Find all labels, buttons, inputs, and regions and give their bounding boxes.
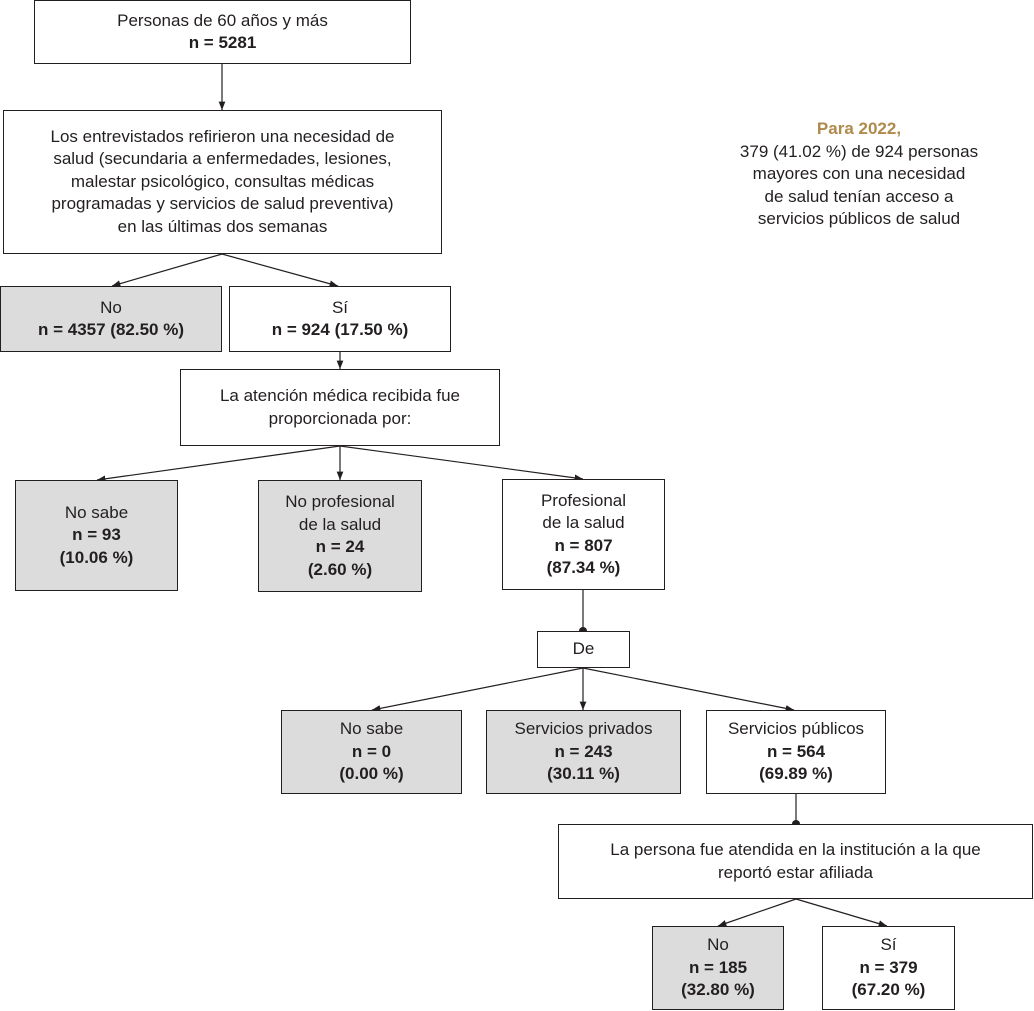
need-line-3: malestar psicológico, consultas médicas [70, 171, 375, 191]
affil-no-pct: (32.80 %) [681, 980, 755, 1000]
svc-public-pct: (69.89 %) [759, 764, 833, 784]
arrow-affil-to-yes [795, 898, 888, 927]
need-no-label: No [100, 297, 122, 317]
box-health-need: Los entrevistados refirieron una necesid… [3, 110, 442, 254]
svc-private-count: n = 243 [554, 741, 613, 761]
de-label: De [572, 639, 595, 659]
affil-line-2: reportó estar afiliada [718, 862, 873, 882]
note-line-1: 379 (41.02 %) de 924 personas [739, 141, 979, 161]
affil-no-count: n = 185 [688, 957, 748, 977]
prov-unknown-count: n = 93 [72, 525, 121, 545]
prov-nonprof-pct: (2.60 %) [307, 559, 373, 579]
need-line-5: en las últimas dos semanas [117, 216, 328, 236]
summary-note: Para 2022, 379 (41.02 %) de 924 personas… [700, 118, 1018, 231]
box-service-unknown: No sabe n = 0 (0.00 %) [281, 710, 462, 794]
prov-unknown-label: No sabe [64, 502, 129, 522]
box-provider-unknown: No sabe n = 93 (10.06 %) [15, 480, 178, 591]
arrow-need-to-yes [221, 253, 339, 288]
affil-line-1: La persona fue atendida en la institució… [610, 840, 981, 859]
svc-unknown-pct: (0.00 %) [339, 764, 404, 784]
need-line-4: programadas y servicios de salud prevent… [51, 194, 394, 214]
affil-yes-count: n = 379 [859, 957, 918, 977]
prov-nonprof-line-1: No profesional [285, 492, 395, 511]
box-root: Personas de 60 años y más n = 5281 [34, 0, 411, 64]
need-yes-count: n = 924 (17.50 %) [271, 320, 409, 339]
affil-no-label: No [707, 935, 729, 955]
box-affiliation-yes: Sí n = 379 (67.20 %) [822, 926, 955, 1010]
box-service-private: Servicios privados n = 243 (30.11 %) [486, 710, 681, 794]
box-provider-nonprofessional: No profesional de la salud n = 24 (2.60 … [258, 480, 422, 592]
affil-yes-label: Sí [880, 935, 897, 955]
prov-prof-line-2: de la salud [542, 513, 625, 532]
svc-private-label: Servicios privados [514, 719, 653, 739]
need-no-count: n = 4357 (82.50 %) [37, 320, 184, 339]
need-yes-label: Sí [331, 297, 349, 317]
prov-nonprof-line-2: de la salud [298, 514, 382, 534]
note-line-2: mayores con una necesidad [752, 164, 966, 183]
arrow-provider-to-unknown [96, 445, 341, 483]
svc-unknown-count: n = 0 [351, 741, 392, 761]
provider-line-1: La atención médica recibida fue [219, 386, 461, 405]
box-provider: La atención médica recibida fue proporci… [180, 369, 500, 446]
box-de: De [537, 631, 630, 668]
prov-prof-count: n = 807 [554, 535, 613, 555]
svc-private-pct: (30.11 %) [547, 764, 620, 784]
note-line-4: servicios públicos de salud [757, 209, 961, 228]
box-service-public: Servicios públicos n = 564 (69.89 %) [706, 710, 886, 794]
root-label: Personas de 60 años y más [117, 10, 328, 30]
arrow-affil-to-no [717, 898, 797, 927]
note-line-3: de salud tenían acceso a [764, 186, 954, 206]
provider-line-2: proporcionada por: [268, 408, 412, 428]
arrow-de-to-public [582, 667, 795, 712]
root-count: n = 5281 [188, 33, 257, 52]
need-line-2: salud (secundaria a enfermedades, lesion… [53, 149, 392, 169]
svc-public-label: Servicios públicos [727, 719, 865, 739]
need-line-1: Los entrevistados refirieron una necesid… [50, 126, 395, 146]
arrow-provider-to-prof [339, 445, 584, 482]
arrow-need-to-no [111, 253, 223, 287]
box-affiliation: La persona fue atendida en la institució… [558, 824, 1033, 899]
box-affiliation-no: No n = 185 (32.80 %) [652, 926, 784, 1010]
svc-public-count: n = 564 [766, 741, 826, 761]
svc-unknown-label: No sabe [339, 719, 404, 739]
box-provider-professional: Profesional de la salud n = 807 (87.34 %… [502, 479, 665, 590]
note-highlight: Para 2022, [816, 119, 902, 138]
prov-unknown-pct: (10.06 %) [59, 547, 134, 567]
arrow-de-to-unknown [371, 667, 584, 712]
prov-prof-pct: (87.34 %) [546, 558, 621, 577]
box-need-yes: Sí n = 924 (17.50 %) [229, 286, 451, 352]
prov-prof-line-1: Profesional [540, 490, 627, 510]
affil-yes-pct: (67.20 %) [851, 980, 926, 1000]
prov-nonprof-count: n = 24 [315, 537, 365, 556]
box-need-no: No n = 4357 (82.50 %) [0, 286, 222, 352]
